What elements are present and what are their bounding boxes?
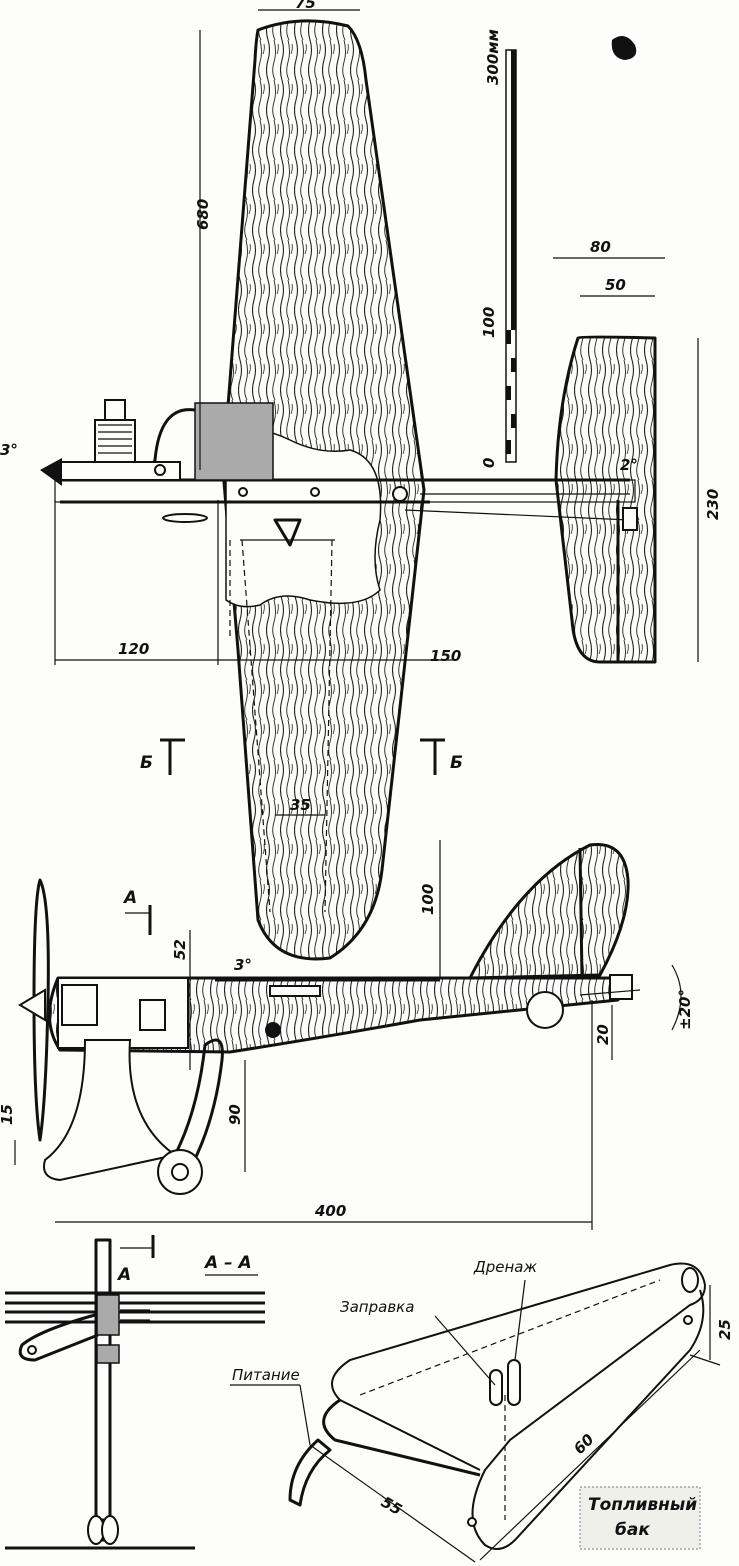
propeller [32,878,50,1142]
scale-bar: 300мм 100 0 [480,29,517,468]
dim-wing-span: 680 [194,199,212,230]
side-view: 100 52 90 15 400 20 ±20° 3° А [0,840,694,1230]
tank-label-drain: Дренаж [473,1258,537,1276]
dim-stab-span: 230 [704,489,722,520]
dim-tank-height: 25 [716,1319,734,1340]
scale-label-mid: 100 [480,307,498,338]
ink-blot [611,36,637,60]
section-a-a-title: А – А [203,1253,252,1273]
dim-nose-length: 120 [118,640,149,658]
scale-label-zero: 0 [480,458,498,468]
landing-gear-leg [43,1039,178,1182]
section-a-a: А А – А [5,1235,265,1550]
tank-label-feed: Питание [232,1366,300,1384]
dim-wing-root-chord: 75 [295,0,316,12]
fuel-tank-top [194,402,274,481]
angle-elevator-travel: ±20° [676,989,694,1030]
angle-wing-incidence: 3° [234,956,252,974]
scale-label-top: 300мм [484,29,502,85]
section-b-left: Б [140,753,153,773]
tank-title-line2: бак [615,1520,650,1540]
dim-pushrod-spacing: 35 [290,796,311,814]
dim-stab-tip-chord: 50 [605,276,626,294]
tank-label-filler: Заправка [340,1298,414,1316]
top-view: 75 680 120 150 80 50 230 3° 2° [0,0,722,961]
dim-tail-wheel-height: 20 [594,1024,612,1045]
dim-fuselage-length: 400 [314,1202,346,1220]
dim-wing-mount-height: 52 [171,939,189,960]
tank-title-line1: Топливный [588,1495,697,1515]
angle-engine-downthrust: 3° [0,441,18,459]
section-a-marker: А [122,888,137,908]
dim-fin-height: 100 [419,884,437,915]
engine-top [40,399,181,486]
stabilizer-top [554,335,657,664]
fuel-tank-isometric: Дренаж Заправка Питание 25 60 55 Топливн… [230,1258,734,1563]
tail-wheel [526,991,564,1029]
gear-strut [173,1038,224,1167]
dim-prop-offset: 15 [0,1104,16,1125]
section-b-markers: Б Б [140,738,463,775]
dim-gear-height: 90 [226,1104,244,1125]
section-b-right: Б [450,753,463,773]
section-a-marker-bottom: А [116,1265,131,1285]
dim-tail-moment: 150 [430,647,461,665]
tank-body [331,1262,707,1550]
angle-elevator-incidence: 2° [620,456,638,474]
tank-title-box [579,1486,701,1550]
dim-stab-root-chord: 80 [590,238,611,256]
fin-side [468,842,630,980]
